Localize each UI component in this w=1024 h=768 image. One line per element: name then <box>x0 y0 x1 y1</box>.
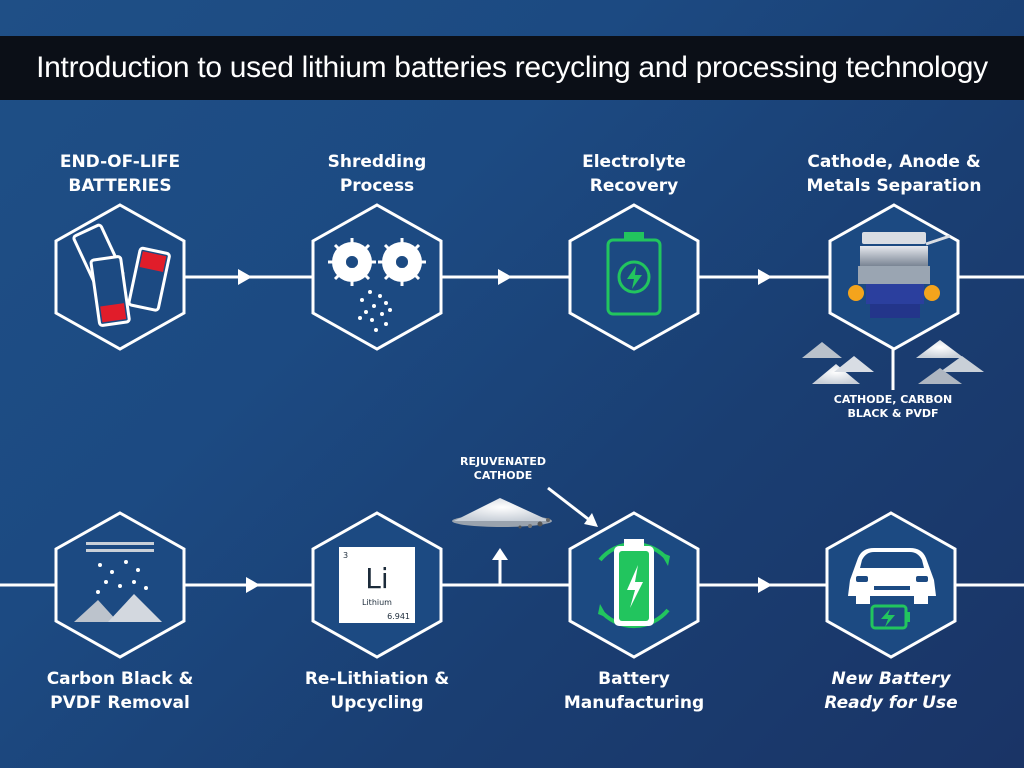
step-label-ready: New Battery Ready for Use <box>801 667 981 715</box>
page-title: Introduction to used lithium batteries r… <box>36 51 988 84</box>
shredder-blades-icon <box>328 238 426 332</box>
label-line: Process <box>339 176 415 196</box>
label-line: Upcycling <box>330 693 424 713</box>
battery-recovery-icon <box>606 232 662 316</box>
label-line: PVDF Removal <box>50 693 190 713</box>
label-line: BATTERIES <box>68 176 172 196</box>
label-line: END-OF-LIFE <box>59 152 181 172</box>
byproduct-label: CATHODE, CARBON BLACK & PVDF <box>818 393 968 421</box>
svg-text:3: 3 <box>343 551 348 560</box>
powder-pile-icon <box>74 542 162 622</box>
electric-car-icon <box>848 548 936 630</box>
step-label-relithiation: Re-Lithiation & Upcycling <box>287 667 467 715</box>
label-line: New Battery <box>831 669 951 689</box>
label-line: Manufacturing <box>563 693 705 713</box>
step-label-shredding: Shredding Process <box>292 150 462 198</box>
powder-piles-icon <box>802 340 984 384</box>
step-label-end-of-life: END-OF-LIFE BATTERIES <box>40 150 200 198</box>
vibrating-sieve-machine-icon <box>848 232 951 318</box>
hex-shredding <box>311 203 443 351</box>
row1-arrowheads <box>238 269 772 285</box>
step-label-manufacturing: Battery Manufacturing <box>544 667 724 715</box>
label-line: Re-Lithiation & <box>304 669 450 689</box>
label-line: Ready for Use <box>824 693 958 713</box>
row2-arrowheads <box>246 513 772 593</box>
used-batteries-icon <box>72 223 171 327</box>
charging-battery-icon <box>598 539 670 628</box>
label-line: BLACK & PVDF <box>847 407 939 420</box>
rejuvenated-cathode-powder-icon <box>452 498 552 529</box>
label-line: REJUVENATED <box>459 455 547 468</box>
label-line: Recovery <box>589 176 679 196</box>
rejuvenated-cathode-label: REJUVENATED CATHODE <box>440 455 566 483</box>
label-line: Cathode, Anode & <box>807 152 981 172</box>
label-line: Electrolyte <box>582 152 686 172</box>
label-line: Shredding <box>327 152 427 172</box>
svg-text:Li: Li <box>365 562 388 595</box>
step-label-carbon-removal: Carbon Black & PVDF Removal <box>30 667 210 715</box>
step-label-electrolyte: Electrolyte Recovery <box>549 150 719 198</box>
lithium-element-icon: 3 Li Lithium 6.941 <box>339 547 415 623</box>
label-line: CATHODE <box>473 469 533 482</box>
label-line: Battery <box>598 669 670 689</box>
label-line: Metals Separation <box>806 176 982 196</box>
label-line: CATHODE, CARBON <box>833 393 953 406</box>
title-bar: Introduction to used lithium batteries r… <box>0 36 1024 100</box>
hexagons <box>54 203 960 659</box>
svg-text:Lithium: Lithium <box>362 598 392 607</box>
label-line: Carbon Black & <box>46 669 194 689</box>
step-label-separation: Cathode, Anode & Metals Separation <box>784 150 1004 198</box>
svg-text:6.941: 6.941 <box>387 612 410 621</box>
